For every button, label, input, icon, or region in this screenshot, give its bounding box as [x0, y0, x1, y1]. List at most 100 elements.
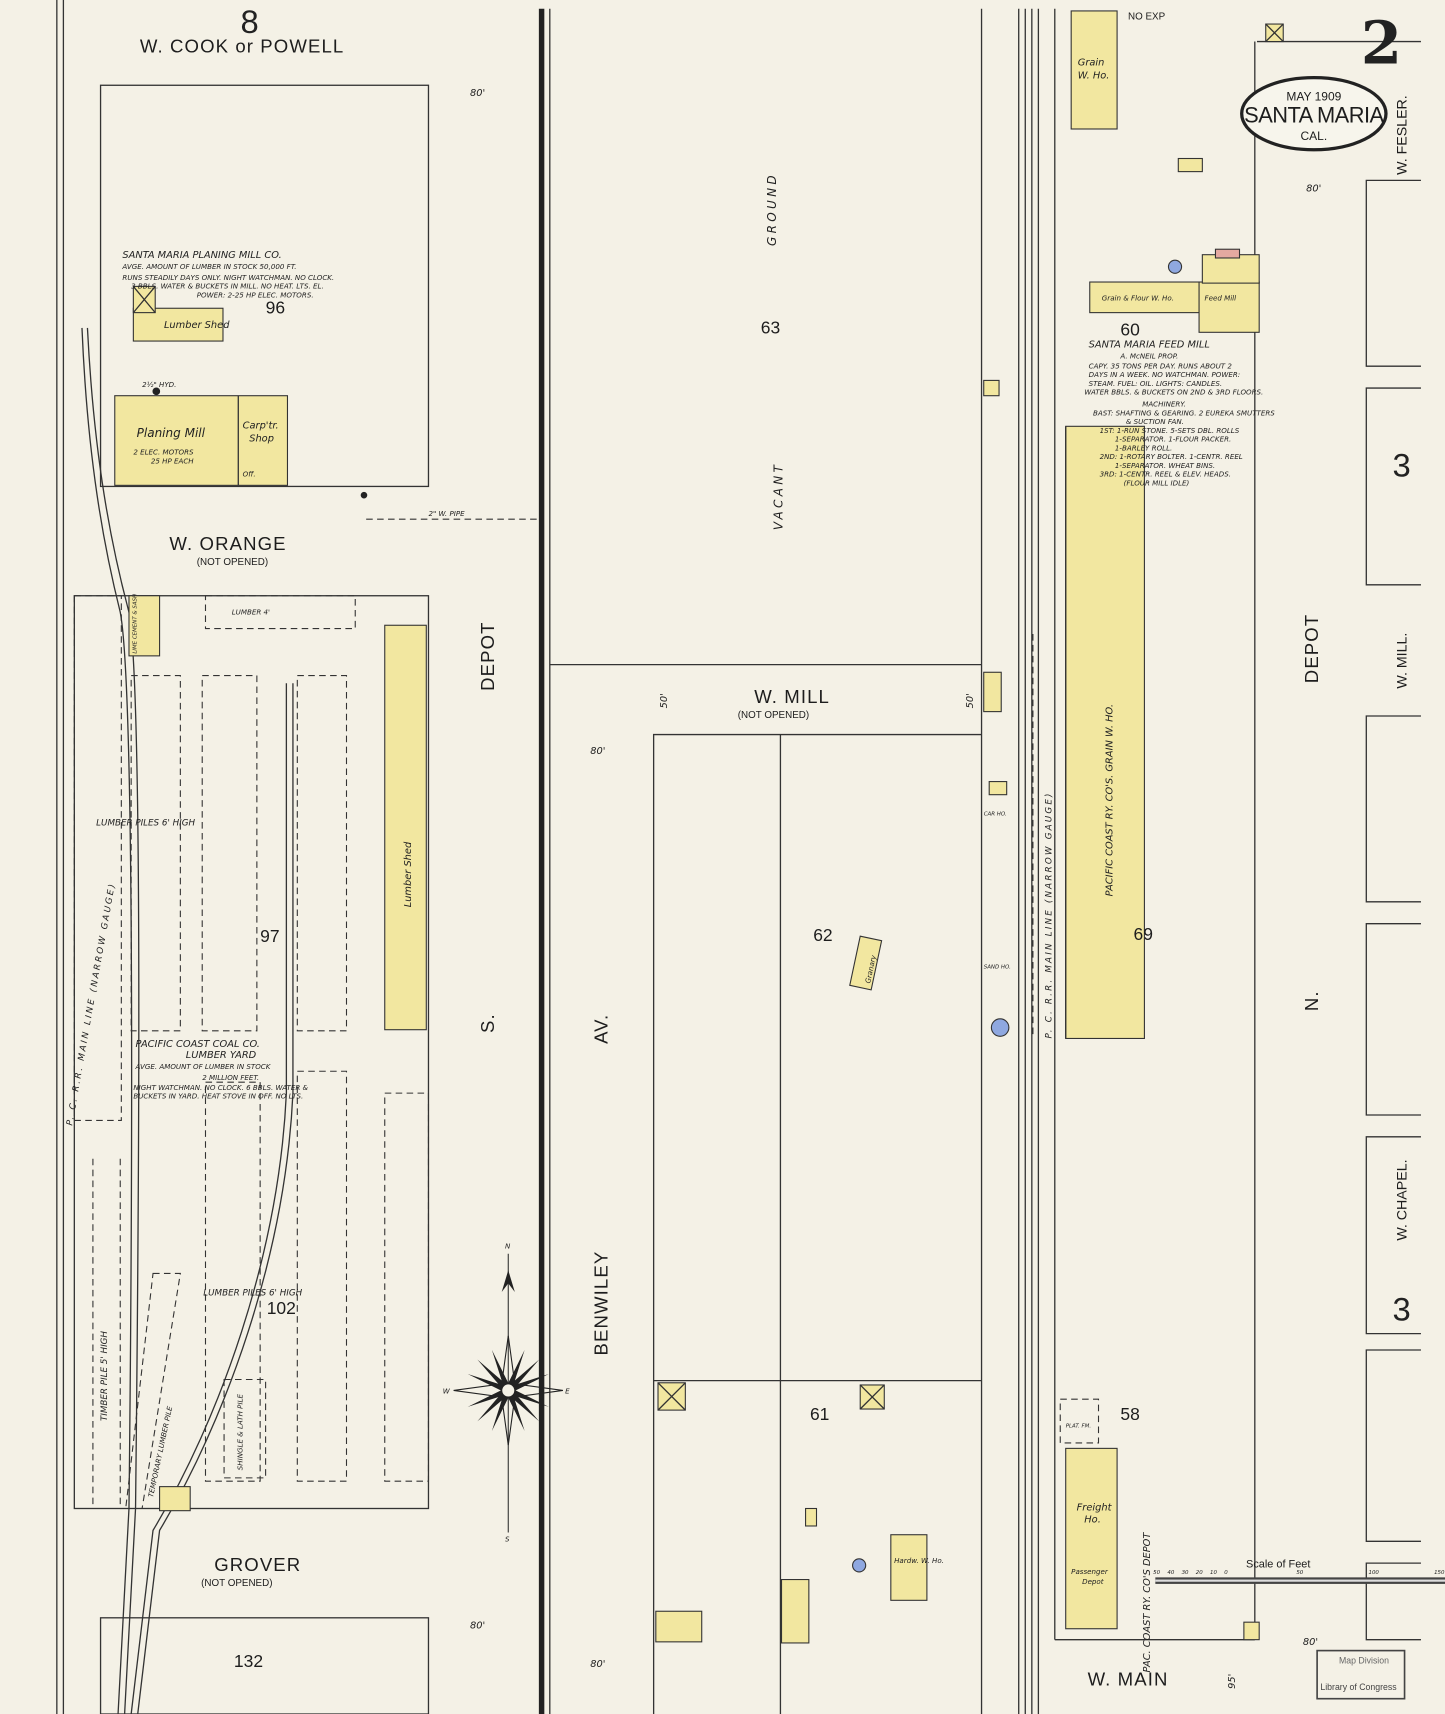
- street-benwiley-suffix: AV.: [591, 1014, 612, 1044]
- note-line: 3RD: 1-CENTR. REEL & ELEV. HEADS.: [1100, 470, 1231, 479]
- building-label: Lumber Shed: [403, 841, 414, 907]
- note-line: 1ST: 1-RUN STONE. 5-SETS DBL. ROLLS: [1100, 426, 1240, 435]
- note-line: 3 BBLS. WATER & BUCKETS IN MILL. NO HEAT…: [131, 282, 324, 291]
- scale-tick: 20: [1196, 1570, 1203, 1576]
- note-line: CAPY. 35 TONS PER DAY. RUNS ABOUT 2: [1089, 361, 1233, 370]
- stamp-line: Library of Congress: [1320, 1682, 1397, 1692]
- main-line-label: P. C. R.R. MAIN LINE (NARROW GAUGE): [1045, 791, 1055, 1038]
- building-freight-ho: [1065, 1447, 1118, 1630]
- library-stamp: Map Division Library of Congress: [1316, 1649, 1406, 1700]
- block-number: 69: [1133, 924, 1152, 944]
- building-label: TEMPORARY LUMBER PILE: [146, 1405, 174, 1498]
- block-number: 132: [234, 1651, 263, 1671]
- scale-tick: 50: [1296, 1570, 1303, 1576]
- building-boiler-brick: [1214, 248, 1241, 259]
- ground-label: GROUND: [765, 172, 779, 246]
- title-cartouche: MAY 1909 SANTA MARIA CAL.: [1240, 75, 1388, 152]
- building-labels: Lumber Shed Planing Mill 2 ELEC. MOTORS …: [96, 58, 1236, 1586]
- rail-line-center: [538, 8, 545, 1714]
- note-line: NIGHT WATCHMAN. NO CLOCK. 6 BBLS. WATER …: [133, 1083, 308, 1092]
- building-lime-cement: [128, 595, 161, 657]
- compass-rose: N S E W: [443, 1241, 570, 1543]
- note-line: POWER: 2-25 HP ELEC. MOTORS.: [197, 290, 314, 299]
- building-grain-who-top: [1070, 10, 1118, 130]
- street-w-mill-right: W. MILL.: [1395, 633, 1411, 689]
- compass-e: E: [565, 1387, 570, 1396]
- note-line: PACIFIC COAST COAL CO.: [136, 1039, 260, 1050]
- building-label: Feed Mill: [1205, 294, 1237, 303]
- street-cook: W. COOK or POWELL: [140, 35, 344, 56]
- street-s-depot: DEPOT: [477, 621, 498, 690]
- building-label: Depot: [1082, 1577, 1104, 1586]
- building-label: Hardw. W. Ho.: [894, 1556, 944, 1565]
- street-w-main: W. MAIN: [1088, 1669, 1169, 1690]
- scale-bar: Scale of Feet 50 40 30 20 10 0 50 100 15…: [1153, 1559, 1445, 1584]
- note-line: SANTA MARIA PLANING MILL CO.: [122, 250, 281, 261]
- note-line: DAYS IN A WEEK. NO WATCHMAN. POWER:: [1089, 370, 1241, 379]
- building-label: Off.: [243, 470, 256, 479]
- block-number: 58: [1120, 1404, 1139, 1424]
- note-line: AVGE. AMOUNT OF LUMBER IN STOCK 50,000 F…: [121, 262, 296, 271]
- note-line: AVGE. AMOUNT OF LUMBER IN STOCK: [135, 1062, 272, 1071]
- building-label: Carp'tr.: [243, 420, 279, 431]
- scale-tick: 10: [1210, 1570, 1217, 1576]
- compass-w: W: [443, 1387, 451, 1396]
- street-grover-note: (NOT OPENED): [201, 1578, 272, 1589]
- note-coal-co: PACIFIC COAST COAL CO. LUMBER YARD AVGE.…: [133, 1039, 308, 1100]
- scale-title: Scale of Feet: [1246, 1559, 1310, 1571]
- building-label: Ho.: [1084, 1515, 1101, 1526]
- building-hardw-who: [890, 1534, 928, 1601]
- street-mill-note: (NOT OPENED): [738, 710, 809, 721]
- note-line: MACHINERY.: [1142, 400, 1186, 409]
- building-label: SHINGLE & LATH PILE: [236, 1393, 245, 1470]
- note-line: (FLOUR MILL IDLE): [1124, 478, 1190, 487]
- block-number: 60: [1120, 320, 1140, 340]
- building-label: LUMBER PILES 6' HIGH: [96, 818, 195, 828]
- street-width: 80': [590, 1659, 605, 1670]
- building-planing-mill: [114, 395, 289, 486]
- building-label: W. Ho.: [1078, 71, 1110, 82]
- building-pc-grain-who: [1065, 425, 1145, 1040]
- sheet-number: 2: [1361, 8, 1402, 77]
- map-linework: [56, 0, 1421, 1714]
- main-line-label: P. C. R.R. MAIN LINE (NARROW GAUGE): [65, 881, 118, 1126]
- street-w-mill: W. MILL: [754, 686, 830, 707]
- building-label: Planing Mill: [137, 426, 206, 440]
- map-date: MAY 1909: [1286, 90, 1341, 104]
- street-width: 80': [1306, 183, 1321, 194]
- adjacent-sheet-right: 3: [1393, 1290, 1411, 1327]
- block-96-outline: [99, 84, 430, 488]
- note-line: 1-SEPARATOR. WHEAT BINS.: [1115, 461, 1215, 470]
- street-width: 80': [470, 1621, 485, 1632]
- map-state: CAL.: [1300, 129, 1327, 143]
- building-label: Passenger: [1071, 1567, 1109, 1576]
- building-label: 2½" HYD.: [142, 380, 176, 389]
- street-chapel: W. CHAPEL.: [1395, 1159, 1411, 1240]
- building-lumber-shed-long: [384, 624, 427, 1031]
- water-pipe-label: 2" W. PIPE: [428, 509, 465, 518]
- adjacent-sheet-right: 3: [1393, 447, 1411, 484]
- note-line: A. McNEIL PROP.: [1119, 352, 1178, 361]
- note-line: SANTA MARIA FEED MILL: [1089, 340, 1210, 351]
- street-n-depot-prefix: N.: [1301, 990, 1322, 1011]
- compass-n: N: [505, 1241, 511, 1250]
- vacant-label: VACANT: [772, 462, 786, 530]
- hydrant-marker-2: [360, 491, 368, 499]
- building-granary: [849, 935, 883, 991]
- street-width: 50': [965, 693, 976, 708]
- street-orange-note: (NOT OPENED): [197, 557, 268, 568]
- building-label: LUMBER 4': [232, 607, 270, 616]
- block-number: 96: [266, 298, 285, 318]
- building-label: Grain: [1078, 58, 1105, 69]
- pc-depot-label: PAC. COAST RY. CO'S DEPOT: [1142, 1532, 1153, 1673]
- water-tank-depot: [990, 1018, 1010, 1037]
- street-s-depot-prefix: S.: [477, 1013, 498, 1033]
- buildings: [114, 10, 1284, 1644]
- hydrant-marker: [152, 387, 161, 396]
- building-grain-flour-who: [1089, 281, 1200, 314]
- block-number: 61: [810, 1404, 829, 1424]
- street-labels: W. COOK or POWELL 8 W. ORANGE (NOT OPENE…: [140, 3, 1411, 1690]
- map-city: SANTA MARIA: [1244, 102, 1384, 127]
- note-line: 2 MILLION FEET.: [202, 1073, 259, 1082]
- building-feed-mill: [1198, 281, 1260, 333]
